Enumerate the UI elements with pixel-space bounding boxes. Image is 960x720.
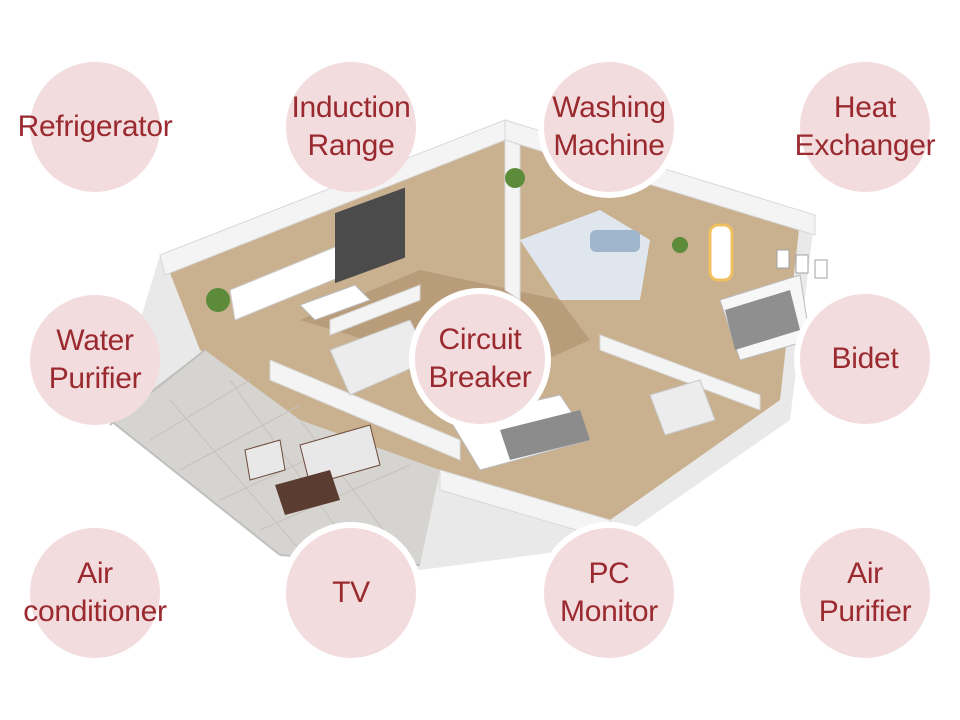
washing-machine-bubble: Washing Machine (538, 56, 680, 198)
air-purifier-label: Air Purifier (818, 557, 912, 628)
induction-range-label: Induction Range (291, 91, 411, 162)
bidet-label: Bidet (831, 342, 899, 375)
refrigerator-bubble: Refrigerator (18, 62, 173, 192)
refrigerator-label: Refrigerator (17, 110, 173, 143)
bidet-bubble: Bidet (794, 288, 936, 430)
tv-bubble: TV (280, 522, 422, 664)
air-purifier-bubble: Air Purifier (800, 528, 930, 658)
tv-label: TV (332, 576, 370, 609)
air-conditioner-bubble: Air conditioner (23, 528, 167, 658)
washing-machine-label: Washing Machine (552, 91, 666, 162)
circuit-breaker-label: Circuit Breaker (428, 323, 532, 394)
heat-exchanger-bubble: Heat Exchanger (795, 62, 936, 192)
heat-exchanger-label: Heat Exchanger (794, 91, 936, 162)
pc-monitor-bubble: PC Monitor (538, 522, 680, 664)
water-purifier-bubble: Water Purifier (30, 295, 160, 425)
pc-monitor-label: PC Monitor (560, 557, 658, 628)
induction-range-bubble: Induction Range (286, 62, 416, 192)
water-purifier-label: Water Purifier (48, 324, 142, 395)
circuit-breaker-bubble: Circuit Breaker (409, 288, 551, 430)
air-conditioner-label: Air conditioner (23, 557, 167, 628)
